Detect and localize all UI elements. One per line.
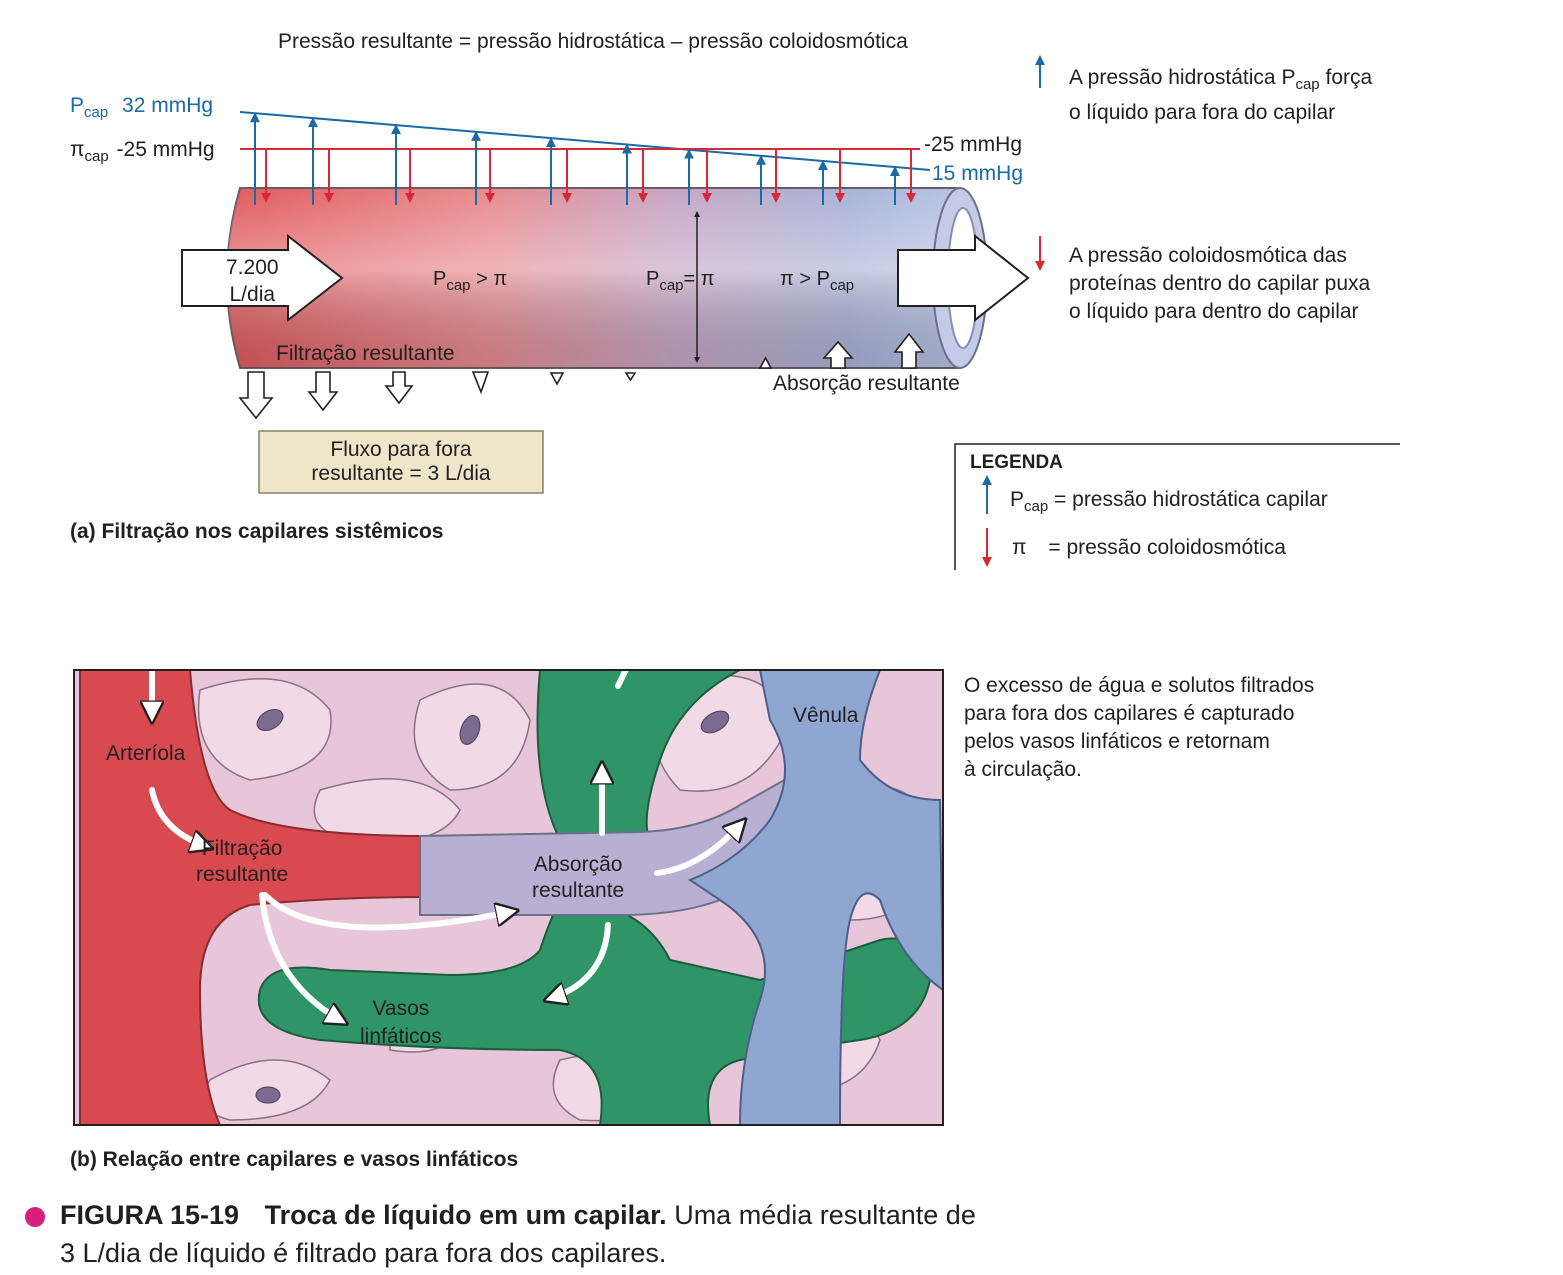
inflow-label: 7.200 L/dia <box>226 254 279 308</box>
panel-b-caption: (b) Relação entre capilares e vasos linf… <box>70 1148 519 1171</box>
pi-start-label: πcap -25 mmHg <box>70 138 215 165</box>
pcap-line <box>239 111 931 171</box>
panel-a-caption: (a) Filtração nos capilares sistêmicos <box>70 520 444 543</box>
zone2-rest: = π <box>683 268 715 290</box>
panel-b-frame <box>73 669 944 1126</box>
filtration-arrows <box>238 371 637 420</box>
zone1-sub: cap <box>446 277 471 294</box>
zone-filtration-label: Pcap > π <box>433 268 507 294</box>
pcap-sub: cap <box>84 104 109 122</box>
absorption-arrows <box>758 332 925 369</box>
pi-arrows <box>261 149 916 203</box>
pcap-symbol: P <box>70 94 85 117</box>
note-colloid-line2: proteínas dentro do capilar puxa <box>1069 272 1371 295</box>
pcap-start-value: 32 mmHg <box>122 94 214 117</box>
legend-frame <box>954 443 1400 570</box>
pressure-equation: Pressão resultante = pressão hidrostátic… <box>278 30 908 53</box>
outflow-line2: resultante = 3 L/dia <box>311 462 491 485</box>
figure-text-line1: Uma média resultante de <box>666 1200 976 1230</box>
pcap-start-label: Pcap 32 mmHg <box>70 94 213 121</box>
inflow-arrow <box>181 233 344 323</box>
outflow-arrow <box>897 233 1030 323</box>
note-hydro-sub: cap <box>1295 76 1320 94</box>
legend-pi-text: = pressão coloidosmótica <box>1048 536 1286 559</box>
tissue-background <box>74 670 943 1125</box>
venule-label: Vênula <box>793 704 859 727</box>
filtration-b-label: Filtração resultante <box>196 836 288 888</box>
legend-pcap-sub: cap <box>1024 498 1049 516</box>
zone1-rest: > π <box>470 268 508 290</box>
capillary-diagram <box>181 55 1400 570</box>
outflow-box <box>258 430 544 494</box>
pi-end-value: -25 mmHg <box>924 133 1023 156</box>
note-colloid-line3: o líquido para dentro do capilar <box>1069 300 1359 323</box>
zone-equilibrium-label: Pcap= π <box>646 268 715 294</box>
filtration-b-line1: Filtração <box>201 837 283 860</box>
arteriole-label: Arteríola <box>106 742 186 765</box>
pi-symbol: π <box>70 138 85 161</box>
inflow-unit: L/dia <box>229 283 276 306</box>
note-hydro-pre: A pressão hidrostática P <box>1069 66 1296 89</box>
pcap-arrows <box>250 112 900 205</box>
arteriole <box>79 670 561 1125</box>
zone2-p: P <box>646 268 660 290</box>
legend-pcap-text: = pressão hidrostática capilar <box>1048 488 1328 511</box>
legend-pi-symbol: π <box>1012 536 1027 559</box>
pi-start-value: -25 mmHg <box>116 138 215 161</box>
pcap-end-value: 15 mmHg <box>932 162 1024 185</box>
lymph-label: Vasos linfáticos <box>360 995 442 1051</box>
figure-title: Troca de líquido em um capilar. <box>264 1200 667 1230</box>
lymph-note-line3: pelos vasos linfáticos e retornam <box>964 730 1270 753</box>
absorption-b-line1: Absorção <box>533 853 623 876</box>
note-colloid: A pressão coloidosmótica das proteínas d… <box>1069 242 1370 326</box>
legend-item-pcap: Pcap = pressão hidrostática capilar <box>1010 488 1328 515</box>
zone3-sub: cap <box>829 277 855 294</box>
figure-label: FIGURA 15-19 <box>60 1200 240 1230</box>
capillary-tube <box>226 187 988 369</box>
legend-item-pi: π = pressão coloidosmótica <box>1012 536 1286 560</box>
absorption-label: Absorção resultante <box>773 372 960 395</box>
pi-sub: cap <box>84 148 109 166</box>
outflow-text: Fluxo para fora resultante = 3 L/dia <box>259 438 543 486</box>
cell-nuclei <box>255 709 875 1104</box>
outflow-line1: Fluxo para fora <box>330 438 472 461</box>
legend-pcap-p: P <box>1010 488 1025 511</box>
zone3-pre: π > P <box>780 268 830 290</box>
figure-text-line2: 3 L/dia de líquido é filtrado para fora … <box>60 1238 667 1268</box>
legend-title: LEGENDA <box>970 452 1063 473</box>
absorption-b-label: Absorção resultante <box>532 852 624 904</box>
filtration-b-line2: resultante <box>196 863 289 886</box>
lymph-line1: Vasos <box>372 997 430 1020</box>
flow-arrows <box>152 670 740 1020</box>
lymph-line2: linfáticos <box>360 1025 442 1048</box>
lymph-note-line2: para fora dos capilares é capturado <box>964 702 1295 725</box>
note-hydro-line2: o líquido para fora do capilar <box>1069 101 1336 125</box>
filtration-label: Filtração resultante <box>276 342 455 365</box>
lymph-note-line1: O excesso de água e solutos filtrados <box>964 674 1315 697</box>
note-hydro-post: força <box>1319 66 1373 89</box>
venule <box>687 670 943 1125</box>
note-colloid-line1: A pressão coloidosmótica das <box>1069 244 1347 267</box>
inflow-value: 7.200 <box>226 256 279 279</box>
absorption-b-line2: resultante <box>532 879 625 902</box>
zone-absorption-label: π > Pcap <box>780 268 854 294</box>
lymph-note-line4: à circulação. <box>964 758 1082 781</box>
note-hydro-line1: A pressão hidrostática Pcap força <box>1069 64 1372 99</box>
figure-caption-line1: FIGURA 15-19 Troca de líquido em um capi… <box>60 1200 976 1231</box>
note-hydrostatic: A pressão hidrostática Pcap força o líqu… <box>1069 64 1372 127</box>
zone2-sub: cap <box>659 277 684 294</box>
zone1-p: P <box>433 268 447 290</box>
figure-bullet <box>25 1207 45 1227</box>
lymph-note: O excesso de água e solutos filtrados pa… <box>964 672 1314 784</box>
